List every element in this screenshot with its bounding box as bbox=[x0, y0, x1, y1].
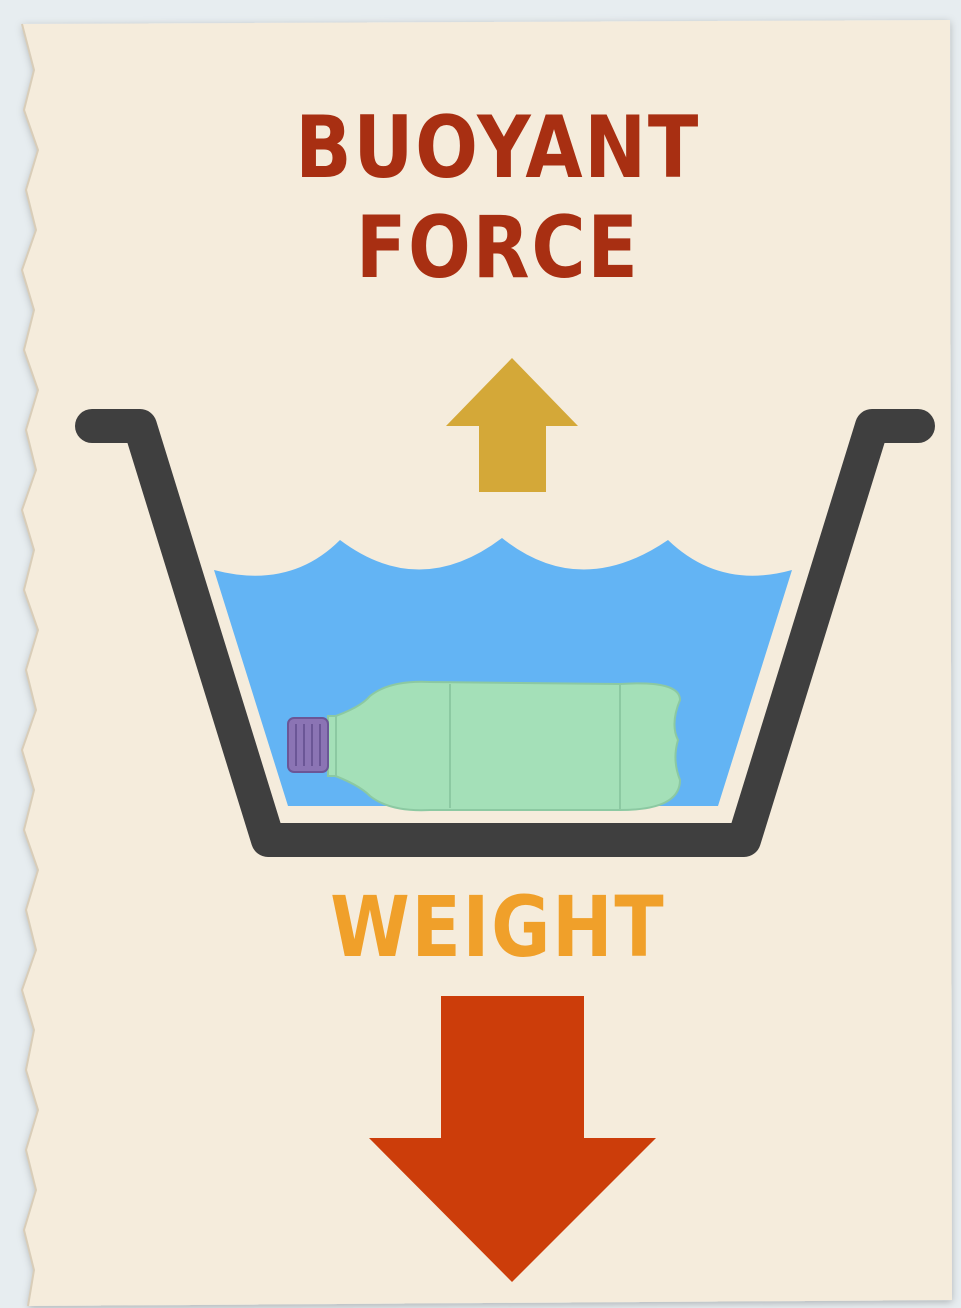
buoyant-force-label-line2: FORCE bbox=[355, 198, 640, 298]
bottle-cap bbox=[287, 717, 329, 773]
weight-label: WEIGHT bbox=[330, 878, 666, 976]
buoyant-force-label-line1: BUOYANT bbox=[295, 98, 701, 198]
arrow-up-icon bbox=[446, 358, 578, 492]
arrow-down-icon bbox=[369, 996, 656, 1282]
basin-icon bbox=[75, 409, 935, 857]
bottle-icon bbox=[327, 680, 682, 812]
